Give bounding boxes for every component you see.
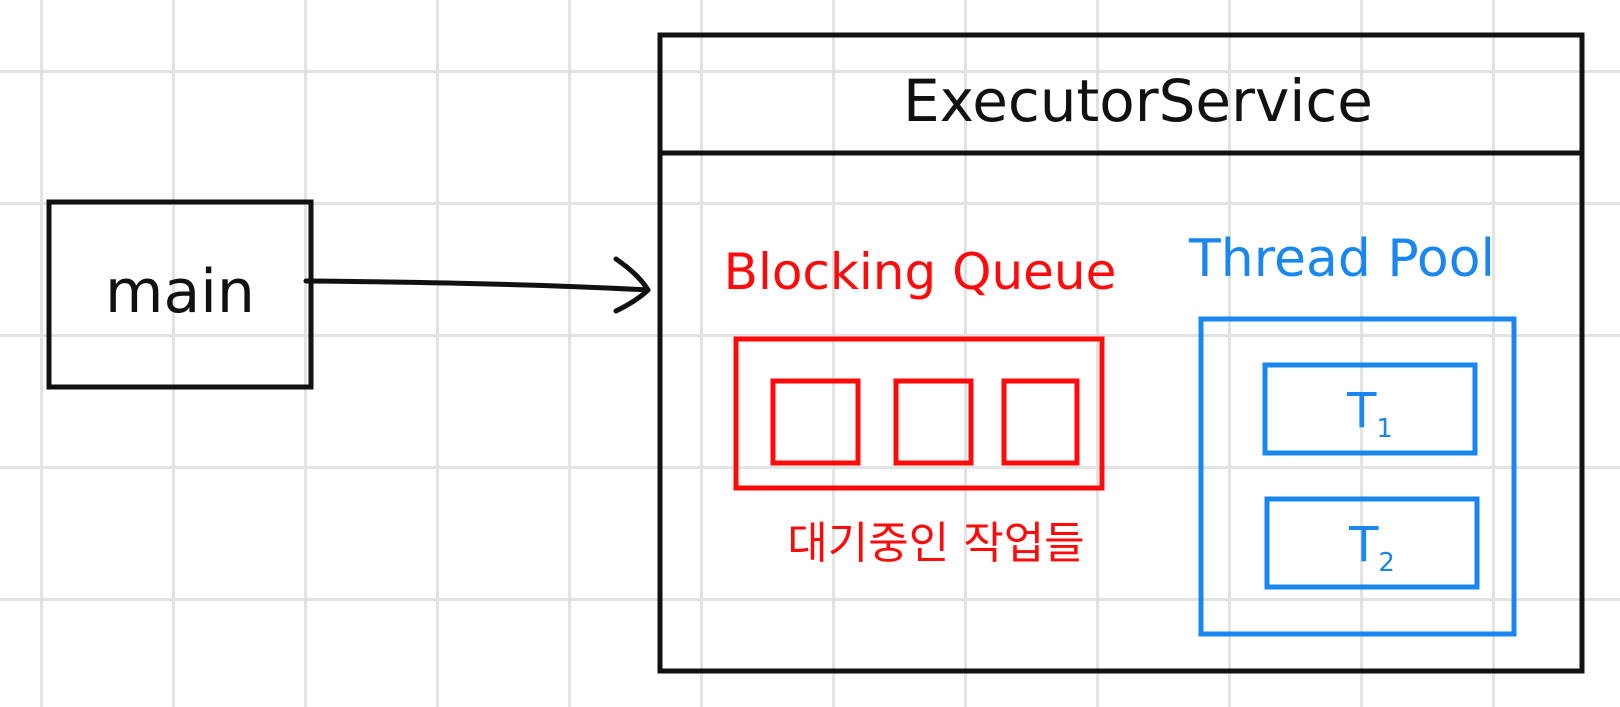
thread-1-box (1262, 362, 1478, 456)
thread-1-sub: 1 (1376, 414, 1393, 444)
thread-2-name: T (1348, 517, 1379, 573)
pool-box (1198, 316, 1517, 637)
executor-service: ExecutorService (657, 32, 1585, 674)
queue-caption: 대기중인 작업들 (787, 518, 1084, 569)
queue-slot-3 (1001, 378, 1080, 466)
queue-box (733, 336, 1105, 491)
thread-1-label: T1 (1346, 383, 1393, 444)
queue-slot-2 (893, 378, 974, 466)
main-box (46, 199, 314, 390)
executor-box (657, 32, 1585, 674)
main-label: main (105, 257, 255, 327)
thread-1: T1 (1262, 362, 1478, 456)
thread-2: T2 (1264, 496, 1480, 590)
thread-pool: Thread Pool T1 T2 (1188, 229, 1517, 637)
queue-slot-1 (770, 378, 861, 466)
pool-title: Thread Pool (1188, 229, 1495, 289)
main-to-executor-arrow (303, 256, 651, 314)
arrow-line (303, 278, 651, 293)
arrow-head-icon (613, 256, 651, 314)
thread-2-sub: 2 (1378, 548, 1395, 578)
main-node: main (46, 199, 314, 390)
thread-2-box (1264, 496, 1480, 590)
executor-title: ExecutorService (903, 67, 1373, 135)
thread-1-name: T (1346, 383, 1377, 439)
thread-2-label: T2 (1348, 517, 1395, 578)
queue-title: Blocking Queue (724, 243, 1117, 301)
blocking-queue: Blocking Queue 대기중인 작업들 (724, 243, 1117, 569)
